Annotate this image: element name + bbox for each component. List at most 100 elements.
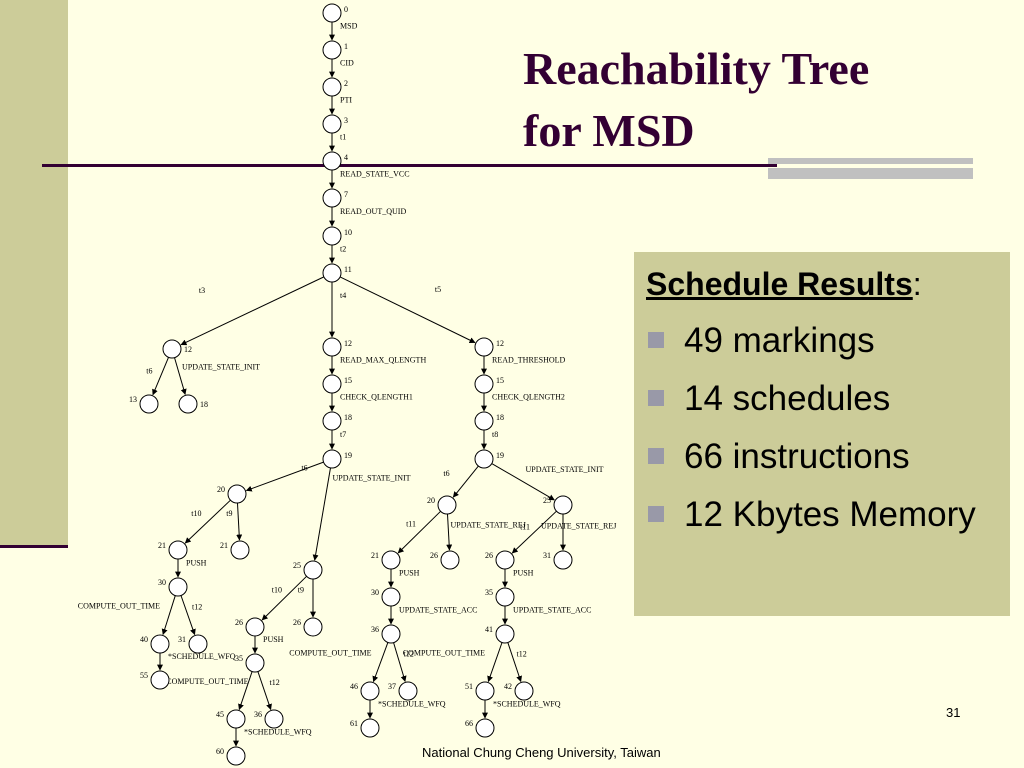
tree-edge [184, 499, 231, 544]
tree-edge [397, 510, 441, 554]
schedule-results-heading-text: Schedule Results [646, 266, 913, 302]
node-label: 21 [371, 551, 379, 560]
edge-label: UPDATE_STATE_REJ [541, 522, 616, 531]
node-label: 26 [293, 618, 301, 627]
node-label: 11 [344, 265, 352, 274]
node-label: 46 [350, 682, 358, 691]
tree-node [168, 540, 188, 560]
edge-label: t3 [199, 286, 205, 295]
edge-label: PTI [340, 96, 352, 105]
tree-node [553, 495, 573, 515]
node-label: 21 [220, 541, 228, 550]
edge-label: READ_MAX_QLENGTH [340, 356, 426, 365]
tree-edge [487, 642, 503, 683]
tree-node [495, 550, 515, 570]
tree-node [168, 577, 188, 597]
edge-label: PUSH [513, 569, 534, 578]
tree-node [322, 188, 342, 208]
tree-node [553, 550, 573, 570]
edge-label: t12 [270, 678, 280, 687]
tree-node [322, 226, 342, 246]
edge-label: t10 [191, 509, 201, 518]
edge-label: t2 [340, 245, 346, 254]
edge-label: PUSH [186, 559, 207, 568]
edge-label: t8 [492, 430, 498, 439]
tree-node [303, 617, 323, 637]
edge-label: UPDATE_STATE_INIT [526, 465, 604, 474]
left-accent-bar [0, 0, 68, 548]
tree-edge [452, 465, 479, 498]
tree-edge [238, 671, 253, 711]
edge-label: *SCHEDULE_WFQ [244, 728, 312, 737]
edge-label: t11 [406, 520, 416, 529]
edge-label: PUSH [399, 569, 420, 578]
tree-node [514, 681, 534, 701]
tree-node [230, 540, 250, 560]
node-label: 20 [217, 485, 225, 494]
edge-label: COMPUTE_OUT_TIME [78, 602, 160, 611]
edge-label: t6 [301, 464, 307, 473]
node-label: 21 [158, 541, 166, 550]
tree-node [322, 114, 342, 134]
edge-label: CHECK_QLENGTH1 [340, 393, 413, 402]
node-label: 35 [235, 654, 243, 663]
tree-edge [261, 575, 307, 621]
tree-node [381, 550, 401, 570]
edge-label: t4 [340, 291, 346, 300]
tree-node [264, 709, 284, 729]
edge-label: t5 [435, 285, 441, 294]
tree-edge [339, 276, 476, 344]
node-label: 30 [371, 588, 379, 597]
node-label: 2 [344, 79, 348, 88]
tree-edge [511, 510, 557, 554]
tree-edge [393, 642, 407, 682]
edge-label: *SCHEDULE_WFQ [493, 700, 561, 709]
tree-edge [152, 357, 169, 396]
result-item: 12 Kbytes Memory [648, 492, 984, 538]
tree-edge [491, 463, 555, 501]
tree-node [475, 681, 495, 701]
tree-node [227, 484, 247, 504]
tree-node [322, 151, 342, 171]
tree-node [495, 587, 515, 607]
node-label: 25 [543, 496, 551, 505]
node-label: 12 [344, 339, 352, 348]
footer-text: National Chung Cheng University, Taiwan [422, 745, 661, 760]
node-label: 18 [200, 400, 208, 409]
tree-node [322, 3, 342, 23]
result-item: 14 schedules [648, 376, 984, 422]
node-label: 31 [178, 635, 186, 644]
node-label: 4 [344, 153, 348, 162]
tree-node [322, 449, 342, 469]
node-label: 61 [350, 719, 358, 728]
tree-edge [180, 595, 196, 636]
edge-label: *SCHEDULE_WFQ [378, 700, 446, 709]
edge-label: UPDATE_STATE_ACC [513, 606, 591, 615]
edge-label: UPDATE_STATE_ACC [399, 606, 477, 615]
tree-node [322, 263, 342, 283]
decor-stripe-bottom [768, 168, 973, 179]
tree-edge [161, 595, 176, 636]
tree-node [495, 624, 515, 644]
edge-label: UPDATE_STATE_INIT [333, 474, 411, 483]
tree-edge [245, 461, 324, 492]
edge-label: t6 [146, 367, 152, 376]
node-label: 37 [388, 682, 396, 691]
tree-node [437, 495, 457, 515]
title-rule [42, 164, 777, 167]
node-label: 13 [129, 395, 137, 404]
node-label: 15 [344, 376, 352, 385]
edge-label: t6 [443, 469, 449, 478]
node-label: 41 [485, 625, 493, 634]
edge-label: t9 [298, 586, 304, 595]
tree-node [245, 617, 265, 637]
edge-label: t12 [404, 650, 414, 659]
tree-node [398, 681, 418, 701]
tree-node [150, 634, 170, 654]
node-label: 10 [344, 228, 352, 237]
edge-label: t10 [272, 586, 282, 595]
node-label: 36 [371, 625, 379, 634]
slide-title: Reachability Tree for MSD [523, 43, 870, 156]
tree-node [226, 746, 246, 766]
edge-label: COMPUTE_OUT_TIME [166, 677, 248, 686]
